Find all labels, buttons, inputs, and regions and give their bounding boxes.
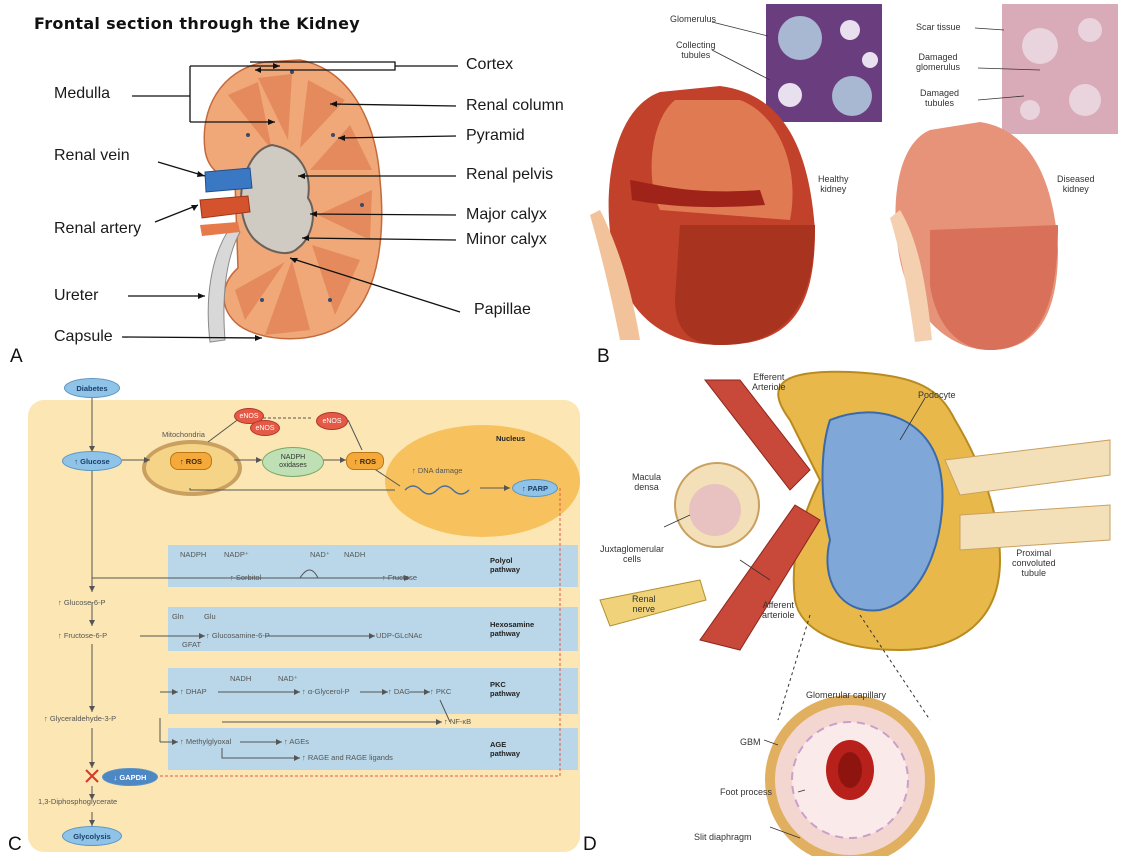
label-glomerular-capillary: Glomerular capillary — [806, 690, 886, 700]
label-renal-nerve: Renal nerve — [632, 594, 656, 614]
label-slit-diaphragm: Slit diaphragm — [694, 832, 752, 842]
label-proximal-convoluted-tubule: Proximal convoluted tubule — [1012, 548, 1056, 578]
label-gbm: GBM — [740, 737, 761, 747]
label-juxtaglomerular-cells: Juxtaglomerular cells — [600, 544, 664, 564]
label-efferent-arteriole: Efferent Arteriole — [752, 372, 786, 392]
label-foot-process: Foot process — [720, 787, 772, 797]
panel-d-letter: D — [583, 834, 597, 856]
label-podocyte: Podocyte — [918, 390, 956, 400]
label-afferent-arteriole: Afferent arteriole — [762, 600, 795, 620]
label-macula-densa: Macula densa — [632, 472, 661, 492]
